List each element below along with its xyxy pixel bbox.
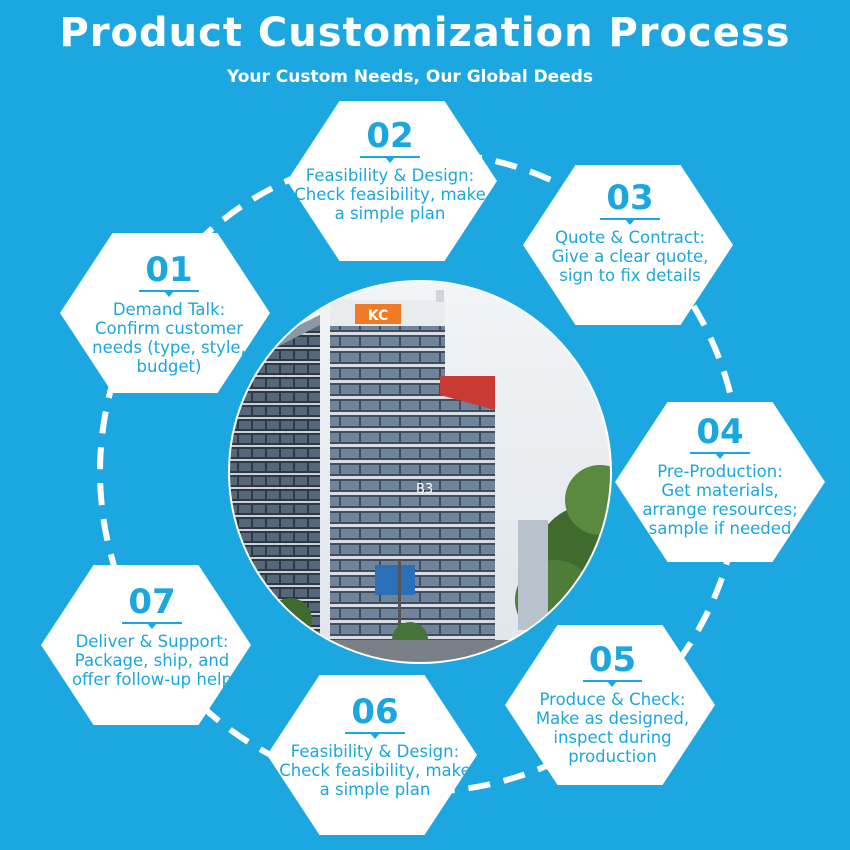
- step-06-hexagon: [267, 675, 477, 835]
- building-sign-icon: [355, 304, 401, 324]
- step-03-hexagon: [523, 165, 733, 325]
- step-number: 03: [600, 180, 660, 225]
- step-number: 04: [690, 414, 750, 459]
- step-label: Produce & Check:: [539, 690, 686, 709]
- step-label: Pre-Production:: [657, 462, 783, 481]
- step-04-hexagon: [615, 402, 825, 562]
- step-description: Give a clear quote, sign to fix details: [551, 247, 709, 285]
- step-03-text: 03 Quote & Contract: Give a clear quote,…: [535, 180, 725, 285]
- step-description: Make as designed, inspect during product…: [535, 709, 690, 766]
- step-number: 05: [582, 642, 643, 687]
- step-number: 01: [139, 252, 199, 297]
- step-number: 07: [122, 584, 182, 629]
- building-label: B3: [416, 482, 433, 497]
- step-02-text: 02 Feasibility & Design: Check feasibili…: [290, 118, 490, 223]
- page-subtitle: Your Custom Needs, Our Global Deeds: [226, 67, 594, 87]
- step-description: Package, ship, and offer follow-up help: [71, 651, 233, 689]
- step-01-text: 01 Demand Talk: Confirm customer needs (…: [74, 252, 264, 376]
- hexagons: [41, 101, 825, 835]
- step-label: Deliver & Support:: [75, 632, 229, 651]
- step-label: Feasibility & Design:: [290, 742, 460, 761]
- building-sign-text: KC: [368, 308, 389, 324]
- step-label: Quote & Contract:: [554, 228, 706, 247]
- step-07-hexagon: [41, 565, 251, 725]
- step-05-text: 05 Produce & Check: Make as designed, in…: [520, 642, 705, 766]
- step-01-hexagon: [60, 233, 270, 393]
- step-number: 06: [345, 694, 405, 739]
- step-description: Confirm customer needs (type, style, bud…: [92, 319, 246, 376]
- page-title: Product Customization Process: [59, 10, 791, 56]
- step-05-hexagon: [505, 625, 715, 785]
- step-description: Check feasibility, make a simple plan: [294, 185, 486, 223]
- center-photo: KC B3: [228, 280, 612, 664]
- step-description: Get materials, arrange resources; sample…: [642, 481, 798, 538]
- step-description: Check feasibility, make a simple plan: [279, 761, 471, 799]
- step-number: 02: [360, 118, 420, 163]
- step-label: Feasibility & Design:: [305, 166, 475, 185]
- step-04-text: 04 Pre-Production: Get materials, arrang…: [630, 414, 810, 538]
- step-07-text: 07 Deliver & Support: Package, ship, and…: [57, 584, 247, 689]
- step-06-text: 06 Feasibility & Design: Check feasibili…: [275, 694, 475, 799]
- step-label: Demand Talk:: [112, 300, 226, 319]
- step-02-hexagon: [287, 101, 497, 261]
